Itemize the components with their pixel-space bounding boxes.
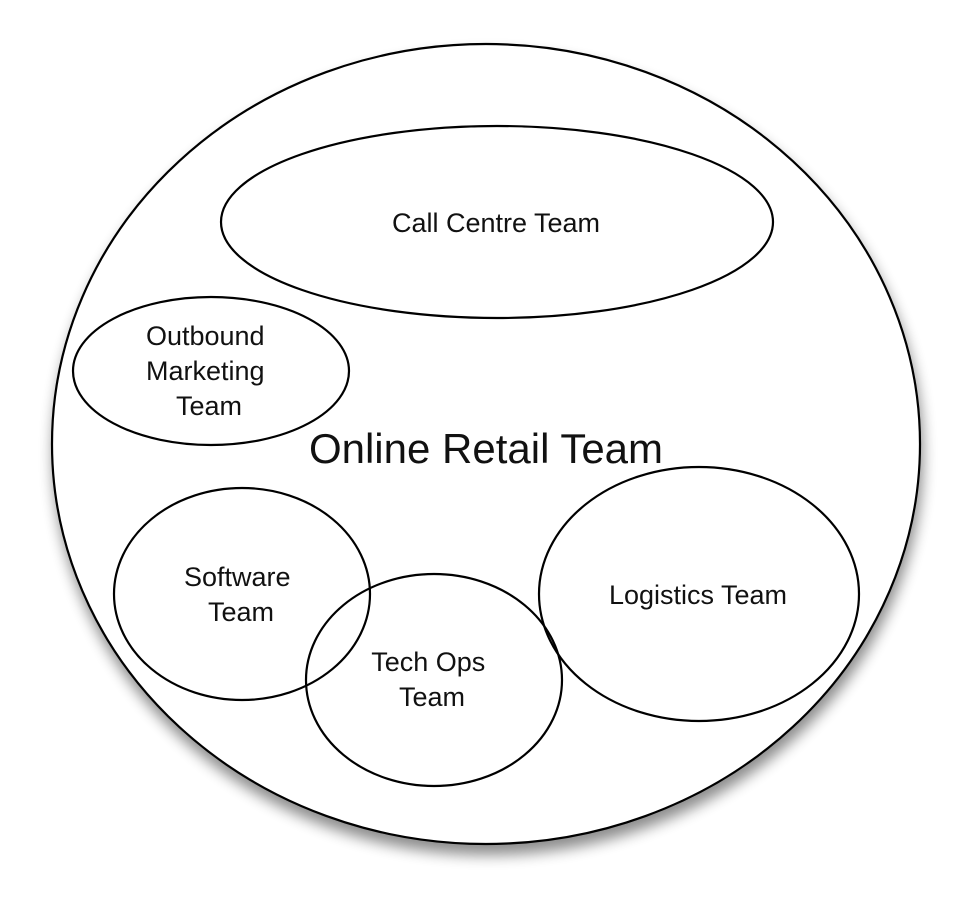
logistics-team-ellipse bbox=[537, 465, 861, 723]
software-team-label: Software Team bbox=[184, 562, 298, 627]
outbound-marketing-team-label: Outbound Marketing Team bbox=[146, 321, 272, 421]
call-centre-team-label: Call Centre Team bbox=[392, 208, 600, 238]
tech-ops-team-label-line-1: Tech Ops bbox=[371, 647, 485, 677]
tech-ops-team-ellipse bbox=[304, 572, 564, 788]
software-team-label-line-1: Software bbox=[184, 562, 291, 592]
call-centre-team-ellipse bbox=[219, 124, 775, 320]
call-centre-team-label-line: Call Centre Team bbox=[392, 208, 600, 238]
online-retail-team-label: Online Retail Team bbox=[309, 425, 663, 472]
software-team-group: Software Team bbox=[112, 486, 372, 702]
logistics-team-group: Logistics Team bbox=[537, 465, 861, 723]
tech-ops-team-label-line-2: Team bbox=[399, 682, 465, 712]
tech-ops-team-group: Tech Ops Team bbox=[304, 572, 564, 788]
outbound-marketing-team-group: Outbound Marketing Team bbox=[71, 295, 351, 447]
logistics-team-label: Logistics Team bbox=[609, 580, 787, 610]
outbound-marketing-team-label-line-2: Marketing bbox=[146, 356, 265, 386]
call-centre-team-group: Call Centre Team bbox=[219, 124, 775, 320]
software-team-label-line-2: Team bbox=[208, 597, 274, 627]
software-team-ellipse bbox=[112, 486, 372, 702]
online-retail-team-circle bbox=[50, 42, 922, 846]
tech-ops-team-label: Tech Ops Team bbox=[371, 647, 493, 712]
outbound-marketing-team-label-line-3: Team bbox=[176, 391, 242, 421]
outbound-marketing-team-label-line-1: Outbound bbox=[146, 321, 265, 351]
outbound-marketing-team-ellipse bbox=[71, 295, 351, 447]
logistics-team-label-line: Logistics Team bbox=[609, 580, 787, 610]
outer-team-group: Online Retail Team bbox=[50, 42, 922, 846]
